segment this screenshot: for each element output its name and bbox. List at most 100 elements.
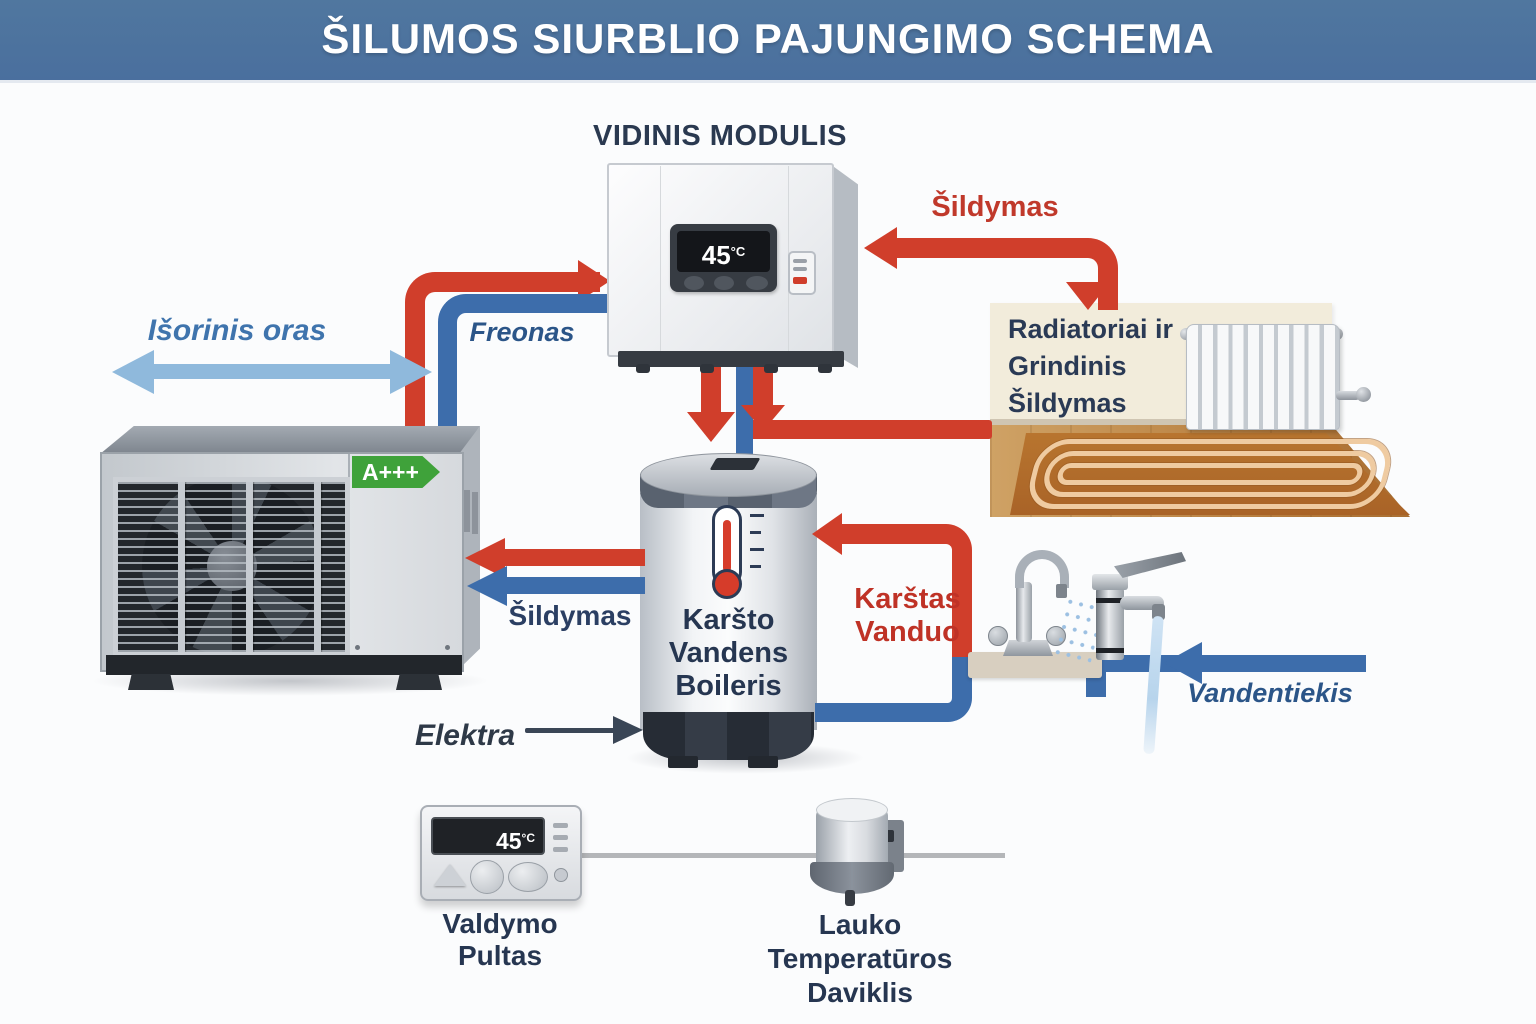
faucet-ring: [1096, 598, 1124, 603]
freon-return-pipe: [438, 294, 627, 447]
thermometer-tick: [750, 548, 764, 551]
outdoor-unit-vent: [464, 490, 470, 532]
indoor-module-foot: [764, 364, 778, 373]
faucet-nozzle: [1056, 584, 1067, 598]
control-panel-slot: [553, 823, 568, 828]
grille-bar: [314, 482, 321, 652]
radiator-icon: [1186, 324, 1340, 430]
gooseneck-faucet-icon: [1015, 550, 1069, 588]
electricity-line: [525, 728, 617, 733]
sensor-wire: [575, 853, 1005, 858]
radiator-panel-label-line3: Šildymas: [1008, 388, 1127, 418]
heating-label-top: Šildymas: [931, 191, 1059, 223]
outdoor-sensor-base: [810, 862, 894, 894]
outdoor-unit-top: [100, 426, 480, 454]
module-to-floor-pipe-vertical: [753, 360, 773, 412]
outdoor-unit-foot: [128, 674, 174, 690]
module-indicator-red: [793, 277, 807, 284]
control-panel-triangle-button: [434, 864, 466, 886]
thermometer-tick: [750, 565, 761, 568]
faucet-cap: [1092, 574, 1128, 590]
control-panel-round-button: [470, 860, 504, 894]
energy-rating-badge: A+++: [352, 456, 440, 488]
module-to-boiler-arrowhead: [687, 412, 735, 442]
outdoor-unit-vent: [472, 492, 478, 534]
boiler-foot: [668, 756, 698, 768]
radiator-panel-label-line2: Grindinis: [1008, 351, 1127, 381]
faucet-lever: [1114, 552, 1186, 578]
module-button: [684, 276, 704, 290]
control-panel-slot: [553, 847, 568, 852]
page-title: ŠILUMOS SIURBLIO PAJUNGIMO SCHEMA: [321, 15, 1215, 62]
control-panel-oval-button: [508, 862, 548, 892]
cold-water-pipe: [815, 657, 972, 722]
indoor-module-seam: [660, 166, 661, 351]
grille-slats: [118, 482, 345, 652]
boiler-label: Karšto Vandens Boileris: [640, 604, 817, 703]
thermometer-mercury: [723, 520, 731, 572]
outdoor-air-arrow: [152, 364, 392, 379]
hot-water-label-line2: Vanduo: [855, 616, 960, 648]
hot-water-pipe: [838, 524, 972, 680]
hot-water-label-line1: Karštas: [854, 583, 961, 615]
radiator-panel-label: Radiatoriai ir Grindinis Šildymas: [1008, 311, 1228, 422]
module-button: [714, 276, 734, 290]
screw: [445, 645, 450, 650]
boiler-label-line1: Karšto: [682, 604, 775, 636]
indoor-module-foot: [818, 364, 832, 373]
outdoor-sensor-label-line2: Daviklis: [807, 977, 913, 1008]
title-bar: ŠILUMOS SIURBLIO PAJUNGIMO SCHEMA: [0, 0, 1536, 83]
water-supply-arrowhead: [1164, 642, 1202, 684]
boiler-foot: [748, 756, 778, 768]
module-to-boiler-hot-pipe: [701, 360, 721, 416]
module-indicator-panel: [788, 251, 816, 295]
heating-label-mid: Šildymas: [508, 600, 632, 631]
control-display-temp: 45: [495, 828, 522, 854]
control-panel-slot: [553, 835, 568, 840]
outdoor-air-arrowhead-left: [112, 350, 154, 394]
radiator-panel-baseboard: [990, 419, 1332, 427]
outdoor-sensor-stub: [845, 890, 855, 906]
outdoor-air-arrowhead-right: [390, 350, 432, 394]
indoor-module-base: [618, 351, 844, 367]
control-panel-label: Valdymo Pultas: [442, 908, 558, 971]
boiler-top-slot: [709, 458, 761, 470]
heating-return-arrowhead-blue: [467, 566, 507, 606]
thermometer-tick: [750, 514, 764, 517]
module-indicator-bar: [793, 259, 807, 263]
outdoor-sensor-label-line1: Lauko Temperatūros: [767, 909, 953, 974]
water-supply-pipe: [1090, 655, 1366, 672]
outdoor-air-label: Išorinis oras: [147, 314, 327, 347]
heating-return-arrow-red: [505, 549, 645, 566]
control-panel-display: 45°C: [431, 817, 545, 855]
thermometer-tick: [750, 531, 761, 534]
faucet-column: [1016, 582, 1032, 642]
faucet-ring: [1096, 648, 1124, 653]
boiler-label-line3: Boileris: [675, 670, 782, 702]
grille-bar: [178, 482, 185, 652]
heating-arrow-to-module: [864, 227, 897, 269]
faucet-handle: [988, 626, 1008, 646]
freon-label: Freonas: [469, 317, 575, 347]
control-panel-led: [554, 868, 568, 882]
hot-water-arrowhead: [812, 513, 842, 555]
control-display-unit: °C: [521, 831, 535, 845]
radiator-valve: [1336, 391, 1360, 400]
thermometer-bulb: [712, 569, 742, 599]
heating-return-arrow-blue: [507, 577, 645, 594]
radiator-valve-knob: [1356, 387, 1371, 402]
floor-heating-coil-icon: [1023, 439, 1397, 509]
indoor-module-side: [830, 164, 858, 368]
indoor-module-foot: [636, 364, 650, 373]
water-supply-label: Vandentiekis: [1187, 678, 1353, 708]
electricity-label: Elektra: [414, 719, 516, 752]
screw: [355, 645, 360, 650]
outdoor-sensor-top: [816, 798, 888, 822]
module-indicator-bar: [793, 267, 807, 271]
faucet-base: [1003, 640, 1053, 656]
outdoor-unit-base: [106, 655, 462, 675]
module-button: [746, 276, 768, 290]
indoor-display-temp: 45: [701, 240, 731, 270]
fan-grille: [113, 477, 350, 657]
hot-water-label: Karštas Vanduo: [835, 583, 980, 649]
